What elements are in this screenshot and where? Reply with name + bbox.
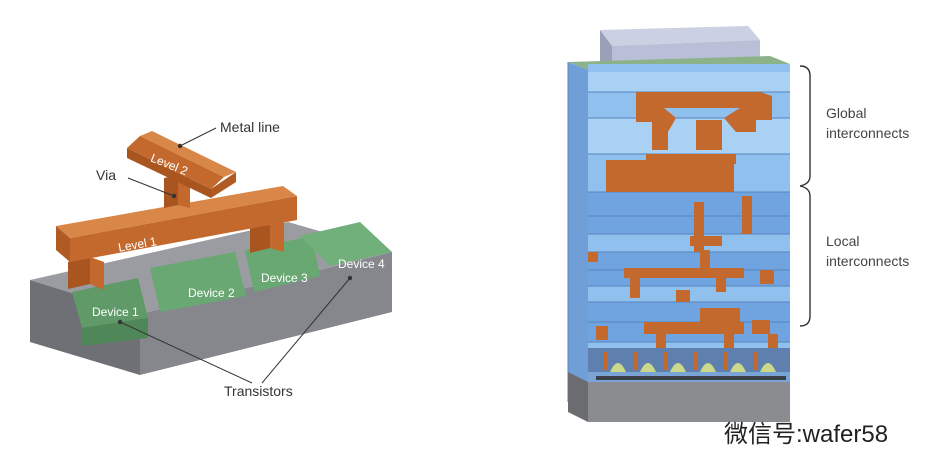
right-interconnect-stack: Global interconnects Local interconnects — [567, 26, 909, 422]
device-1-region — [72, 278, 148, 328]
leader-dots — [117, 143, 353, 325]
stack-substrate — [568, 372, 790, 422]
global-copper-wiring — [606, 92, 772, 192]
global-label-line2: interconnects — [826, 125, 909, 141]
dielectric-stack — [567, 62, 790, 412]
watermark-text: 微信号:wafer58 — [724, 421, 888, 448]
brackets — [799, 65, 811, 327]
local-copper-wiring — [588, 196, 778, 354]
device-3-region — [245, 236, 320, 292]
global-label-line1: Global — [826, 105, 866, 121]
device-4-region — [300, 222, 392, 266]
level-1-metal — [56, 186, 297, 290]
level-2-metal — [127, 131, 236, 198]
device-2-label: Device 2 — [188, 286, 235, 300]
device-1-label: Device 1 — [92, 305, 139, 319]
level-1-label: Level 1 — [117, 234, 158, 255]
leader-lines — [119, 127, 351, 384]
transistor-layer — [588, 348, 790, 382]
via-label: Via — [96, 167, 116, 183]
device-3-label: Device 3 — [261, 271, 308, 285]
metal-line-label: Metal line — [220, 119, 280, 135]
device-4-label: Device 4 — [338, 257, 385, 271]
left-interconnect-diagram: Metal line Via Level 2 Level 1 Device 1 … — [30, 119, 392, 399]
local-label-line2: interconnects — [826, 253, 909, 269]
device-regions — [72, 222, 392, 346]
transistors-label: Transistors — [224, 383, 293, 399]
device-2-region — [150, 252, 246, 312]
local-label-line1: Local — [826, 233, 859, 249]
